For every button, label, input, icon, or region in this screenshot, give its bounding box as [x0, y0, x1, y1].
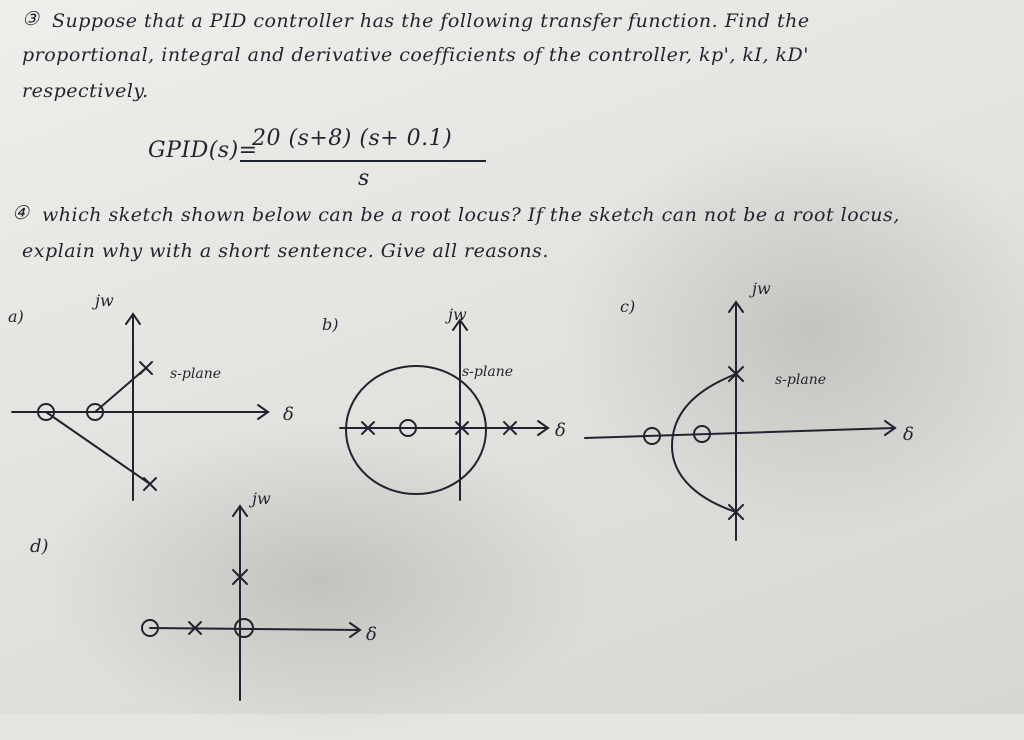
question3-number: ③	[22, 8, 40, 30]
sketch-d-zero-2	[234, 618, 254, 638]
sketch-b-zero	[399, 419, 417, 437]
sketch-d-pole-1	[188, 621, 202, 635]
question3-line2: proportional, integral and derivative co…	[22, 44, 809, 66]
sketch-b-arrow-up	[452, 318, 468, 331]
sketch-d-real-axis	[149, 627, 361, 631]
sketch-a-pole-2	[143, 477, 157, 491]
question4-line1: which sketch shown below can be a root l…	[42, 204, 900, 226]
equation-lhs: GPID(s)=	[148, 138, 258, 163]
sketch-b: b) jw δ s-plane	[322, 305, 566, 501]
sketch-a-jw-label: jw	[92, 291, 114, 310]
sketch-c-zero-2	[693, 425, 711, 443]
sketch-c-arrow-up	[728, 300, 744, 313]
sketch-a-splane-label: s-plane	[170, 366, 221, 382]
sketch-d-pole-2	[232, 569, 248, 585]
sketch-b-circle-locus	[345, 365, 487, 495]
sketch-d-zero-1	[141, 619, 159, 637]
sketch-b-jw-label: jw	[445, 305, 467, 324]
sketch-d-jw-label: jw	[249, 489, 271, 508]
sketch-c-arrow-right	[884, 420, 897, 436]
paper-sheet	[0, 0, 1024, 714]
sketch-c-splane-label: s-plane	[775, 372, 826, 388]
sketch-c-arc-locus	[670, 373, 737, 513]
sketch-b-label: b)	[322, 315, 338, 334]
sketch-c-zero-1	[643, 427, 661, 445]
sketch-c-pole-2	[728, 504, 744, 520]
question4-number: ④	[12, 202, 30, 224]
root-locus-sketches: a) jw δ s-plane b) jw δ s-plane c) jw	[8, 279, 914, 701]
sketch-c-pole-1	[728, 366, 744, 382]
sketch-a-zero-1	[37, 403, 55, 421]
sketch-b-splane-label: s-plane	[462, 364, 513, 380]
sketch-c-sigma-label: δ	[903, 424, 914, 445]
sketch-c: c) jw δ s-plane	[584, 279, 914, 541]
sketch-c-label: c)	[620, 297, 635, 316]
fraction-bar	[240, 160, 486, 162]
sketch-b-pole-2	[455, 421, 469, 435]
sketch-a-arrow-up	[125, 312, 141, 325]
sketch-a-pole-1	[139, 361, 153, 375]
sketch-d-arrow-up	[232, 504, 248, 517]
sketch-a-branch-down	[45, 411, 151, 485]
sketch-a-sigma-label: δ	[283, 404, 294, 425]
question3-line1: Suppose that a PID controller has the fo…	[52, 10, 810, 32]
sketch-a: a) jw δ s-plane	[8, 291, 294, 501]
sketch-a-branch-up	[94, 367, 147, 413]
sketch-a-zero-2	[86, 403, 104, 421]
equation-denominator: s	[358, 166, 370, 191]
sketch-d-sigma-label: δ	[366, 624, 377, 645]
question4-line2: explain why with a short sentence. Give …	[22, 240, 549, 262]
sketch-a-label: a)	[8, 307, 24, 326]
equation-numerator: 20 (s+8) (s+ 0.1)	[252, 126, 453, 151]
sketch-d-label: d)	[30, 536, 49, 557]
sketch-b-arrow-right	[537, 420, 550, 436]
sketch-d: d) jw δ	[30, 489, 377, 701]
sketch-c-real-axis	[584, 427, 896, 439]
sketch-a-arrow-right	[257, 404, 270, 420]
sketch-d-arrow-right	[349, 622, 362, 638]
sketch-b-pole-1	[361, 421, 375, 435]
sketch-b-sigma-label: δ	[555, 420, 566, 441]
question3-line3: respectively.	[22, 80, 149, 102]
sketch-c-jw-label: jw	[749, 279, 771, 298]
sketch-b-pole-3	[503, 421, 517, 435]
